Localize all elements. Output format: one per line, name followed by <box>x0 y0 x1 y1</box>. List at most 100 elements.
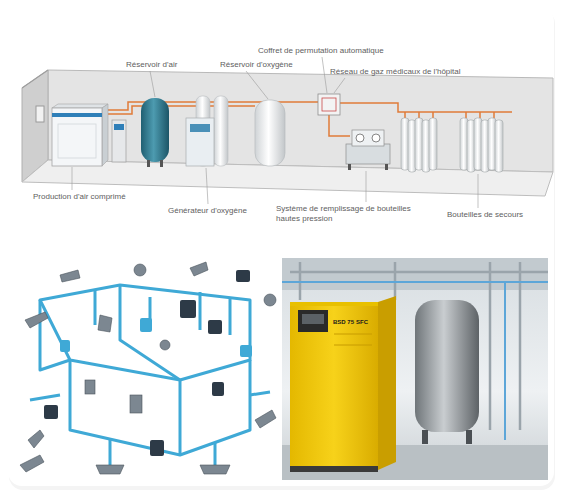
network-panel-part-part <box>25 312 48 328</box>
compressor-photo-part <box>378 296 396 470</box>
compressor-photo-part <box>290 302 378 470</box>
network-panel-part-part <box>140 318 152 332</box>
air-compressor-part <box>58 124 96 158</box>
compressor-photo-part-part <box>282 281 548 283</box>
switch-box-part <box>318 94 340 115</box>
filling-system-part <box>385 164 388 170</box>
oxygen-generator-part <box>214 96 228 166</box>
oxygen-generator-part <box>190 124 210 132</box>
room-part <box>22 70 48 88</box>
orange-pipes-part <box>102 106 255 114</box>
network-panel-part-part <box>20 455 44 472</box>
network-panel-part <box>20 262 276 474</box>
air-compressor-part <box>52 104 108 108</box>
network-panel-part-part <box>40 300 70 370</box>
leader-lines-part <box>322 57 327 93</box>
network-panel-part-part <box>96 465 124 474</box>
air-compressor-part <box>114 124 124 130</box>
network-panel-part <box>13 258 282 480</box>
network-panel-part-part <box>180 300 196 318</box>
orange-pipes-part <box>405 112 494 118</box>
machine-marking: BSD 75 <box>333 318 354 326</box>
network-panel-part-part <box>160 340 170 350</box>
callout-label: Réservoir d'air <box>126 60 177 70</box>
network-panel-part-part <box>98 315 112 332</box>
room-part <box>48 70 553 172</box>
network-panel-part-part <box>30 392 270 470</box>
air-compressor-part <box>112 120 126 162</box>
compressor-photo-part <box>415 300 479 432</box>
network-panel-part-part <box>60 270 80 282</box>
network-panel-part-part <box>150 440 164 456</box>
network-panel-part-part <box>130 395 142 413</box>
leader-lines-part <box>478 174 479 208</box>
leader-lines-part <box>150 71 155 97</box>
air-tank-part <box>160 160 163 167</box>
leader-lines <box>72 57 478 208</box>
compressor-photo-part <box>298 310 328 332</box>
machine-marking: SFC <box>356 318 368 326</box>
air-tank-part <box>147 160 150 167</box>
filling-system-part <box>352 130 384 146</box>
callout-label: Réservoir d'oxygène <box>220 60 293 70</box>
callout-label: Coffret de permutation automatique <box>258 46 384 56</box>
cylinders-part <box>429 118 437 170</box>
network-panel-part-part <box>208 320 222 334</box>
filling-system-part <box>348 164 351 170</box>
compressor-photo-part <box>334 334 372 345</box>
callout-label: Système de remplissage de bouteilles hau… <box>276 204 436 224</box>
air-compressor-part <box>102 104 108 166</box>
network-panel-part-part <box>240 345 252 357</box>
air-tank <box>141 98 169 167</box>
network-panel-part-part <box>44 405 58 419</box>
network-panel-part-part <box>236 270 250 282</box>
orange-pipes-part <box>329 115 350 136</box>
callout-label: Bouteilles de secours <box>447 210 523 220</box>
network-panel-part-part <box>95 290 230 335</box>
leader-lines-part <box>246 71 268 99</box>
air-compressor-part <box>52 113 102 117</box>
oxygen-tank-part <box>255 100 285 166</box>
leader-lines-part <box>206 168 208 204</box>
air-compressor-part <box>52 108 102 166</box>
filling-system-part <box>346 144 390 164</box>
leader-lines-part <box>334 78 345 93</box>
network-panel-part-part <box>255 410 276 428</box>
air-tank-part <box>141 98 169 162</box>
filling-system-part <box>372 134 380 142</box>
network-panel-part-part <box>85 380 95 394</box>
network-panel-part-part <box>134 264 146 276</box>
air-compressor-part <box>36 106 44 122</box>
air-compressor <box>36 104 126 166</box>
switch-box-part <box>322 98 336 111</box>
network-panel-part <box>60 318 252 357</box>
filling-system-part <box>356 134 364 142</box>
orange-pipes-part <box>340 103 512 112</box>
network-panel-part <box>30 285 270 470</box>
compressor-photo-part-part <box>504 282 506 440</box>
card-part <box>8 8 554 486</box>
compressor-photo-part-part <box>290 271 548 274</box>
network-panel <box>13 258 282 480</box>
callout-label: Réseau de gaz médicaux de l'hôpital <box>330 67 461 77</box>
network-panel-part <box>44 270 250 456</box>
card <box>8 8 555 490</box>
filling-system <box>346 130 390 170</box>
compressor-photo-part <box>302 314 324 324</box>
network-panel-part-part <box>28 430 44 448</box>
leader-lines-part <box>72 167 73 190</box>
cylinders <box>401 118 503 172</box>
cylinders-part <box>495 120 503 172</box>
compressor-photo-part <box>290 302 378 306</box>
room <box>22 70 553 196</box>
compressor-photo-part <box>290 466 378 472</box>
compressor-photo-part <box>422 430 428 444</box>
compressor-photo-part <box>282 258 548 480</box>
network-panel-part-part <box>212 382 224 396</box>
network-panel-part-part <box>200 465 230 474</box>
compressor-photo <box>282 258 548 480</box>
network-panel-part-part <box>70 360 250 455</box>
callout-label: Générateur d'oxygène <box>168 206 247 216</box>
compressor-photo-part <box>466 430 472 444</box>
